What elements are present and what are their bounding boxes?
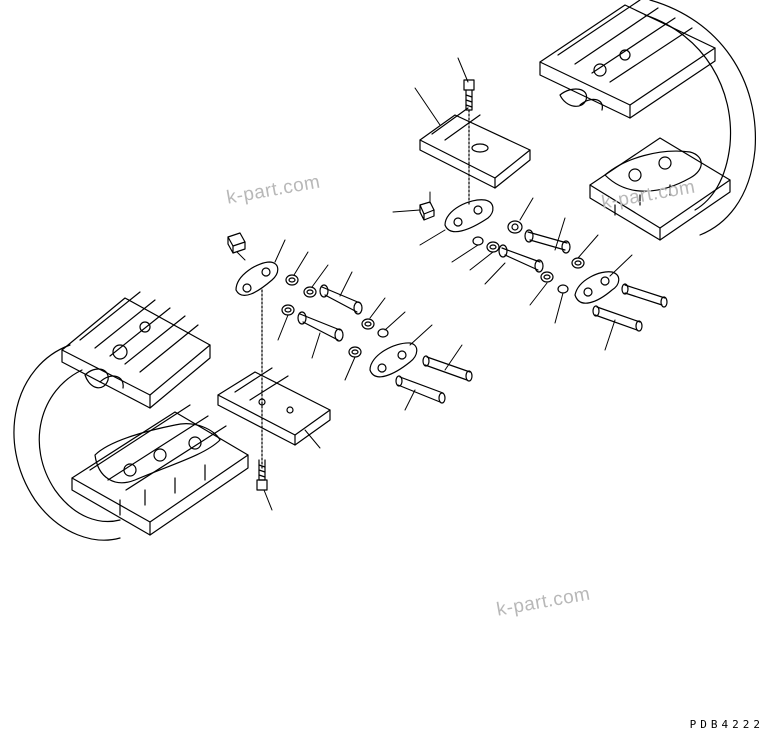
seal-ring-left-b xyxy=(281,304,295,316)
bushing-left-a xyxy=(319,284,363,315)
seal-ring-upper xyxy=(507,220,523,234)
track-link-upper xyxy=(444,199,494,233)
spacer-right xyxy=(540,271,554,283)
shoe-nut-upper xyxy=(419,201,435,221)
washer-left xyxy=(377,328,389,338)
track-link-left-b xyxy=(369,342,418,378)
track-pin-left-b xyxy=(395,375,446,404)
left-exploded-parts xyxy=(217,232,473,491)
left-lower-shoes xyxy=(71,404,249,536)
bushing-upper xyxy=(524,229,571,254)
seal-ring-left-a xyxy=(285,274,299,286)
seal-ring-right xyxy=(571,257,585,269)
washer-right xyxy=(557,284,569,294)
track-pin-left-a xyxy=(422,355,473,382)
shoe-bolt-upper xyxy=(463,79,475,206)
left-upper-shoes xyxy=(61,291,211,409)
right-lower-shoes xyxy=(589,137,731,241)
spacer-left-a xyxy=(303,286,317,298)
right-upper-shoes xyxy=(539,0,716,119)
shoe-bolt-lower xyxy=(256,459,268,491)
track-shoe-upper xyxy=(419,107,531,189)
track-pin-right-b xyxy=(592,305,643,332)
bushing-left-b xyxy=(297,311,344,342)
bushing-middle xyxy=(498,244,544,273)
track-link-left xyxy=(235,261,279,471)
left-track-loop xyxy=(13,291,249,541)
right-exploded-parts xyxy=(419,79,668,332)
seal-ring-left-c xyxy=(348,346,362,358)
spacer-upper-a xyxy=(472,236,484,246)
spacer-upper-b xyxy=(486,241,500,253)
shoe-nut-left xyxy=(227,232,246,254)
spacer-left-b xyxy=(361,318,375,330)
track-pin-right-a xyxy=(621,283,668,308)
track-shoe-lower xyxy=(217,367,331,446)
right-track-loop xyxy=(539,0,757,241)
leader-lines xyxy=(236,57,633,511)
drawing-code: PDB4222 xyxy=(689,718,764,731)
track-link-right xyxy=(574,271,620,304)
